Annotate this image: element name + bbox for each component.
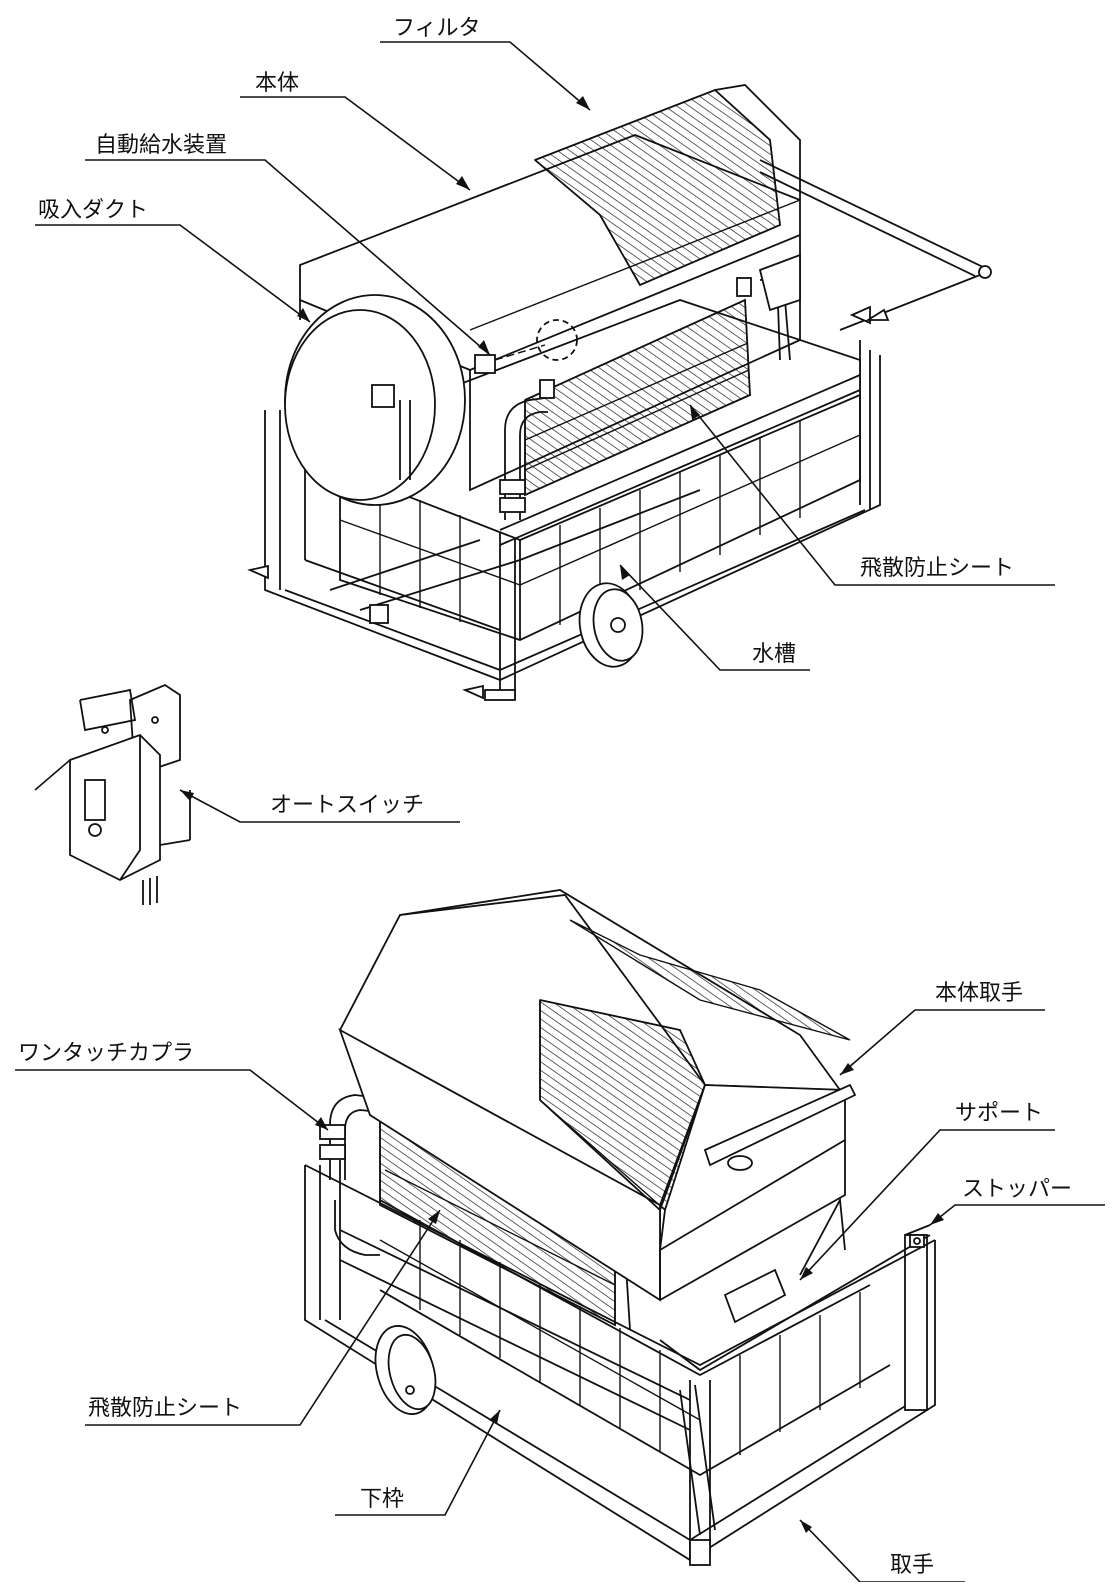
top-wing-nuts [247, 305, 890, 700]
label-stopper: ストッパー [962, 1177, 1072, 1202]
top-rear-handle-bar [759, 159, 992, 331]
bottom-main-body [338, 889, 857, 1324]
top-machine [247, 84, 992, 701]
labels: フィルタ 本体 自動給水装置 吸入ダクト 飛散防止シート 水槽 オートスイッチ … [18, 16, 1072, 1578]
label-support: サポート [955, 1101, 1043, 1126]
top-main-body [284, 84, 801, 506]
label-handle: 取手 [890, 1553, 934, 1578]
label-body-handle: 本体取手 [935, 981, 1023, 1006]
label-water-tank: 水槽 [752, 642, 796, 667]
label-one-touch-coupler: ワンタッチカプラ [18, 1041, 194, 1066]
label-body: 本体 [255, 71, 299, 96]
label-auto-water: 自動給水装置 [95, 133, 227, 158]
bottom-wheel [374, 1325, 437, 1415]
auto-switch-device [34, 683, 191, 905]
label-auto-switch: オートスイッチ [270, 793, 424, 818]
bottom-machine [304, 889, 936, 1566]
top-splash-sheet [524, 298, 751, 497]
label-lower-frame: 下枠 [360, 1487, 404, 1512]
label-splash-sheet-top: 飛散防止シート [860, 556, 1014, 581]
label-intake-duct: 吸入ダクト [38, 198, 148, 223]
top-wheel [578, 582, 644, 668]
label-splash-sheet-bottom: 飛散防止シート [88, 1396, 242, 1421]
bottom-stopper [909, 1234, 925, 1248]
label-filter: フィルタ [393, 16, 481, 41]
bottom-handle [659, 1224, 931, 1536]
